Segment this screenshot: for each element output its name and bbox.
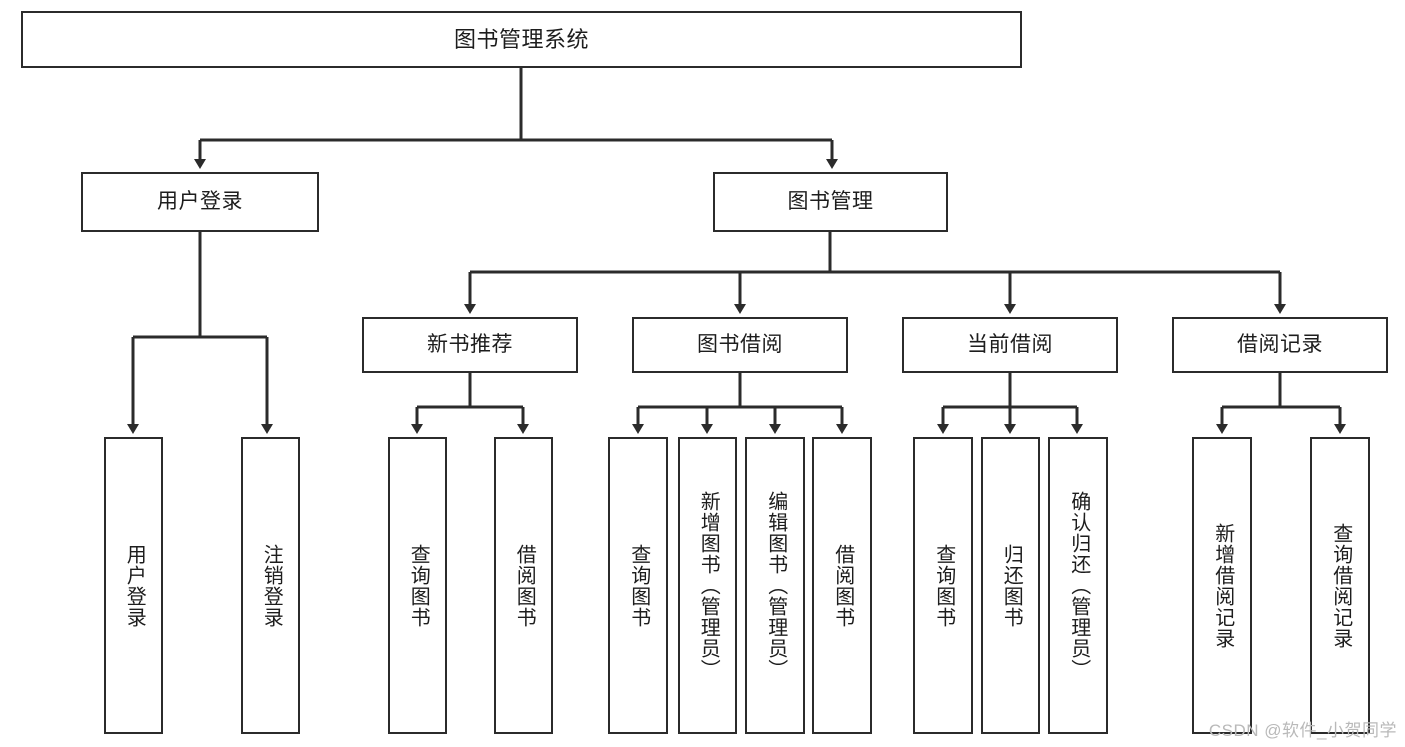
node-borrow-record[interactable]: 借阅记录 (1172, 317, 1388, 373)
node-label: 当前借阅 (967, 332, 1053, 356)
node-label: 新增借阅记录 (1211, 522, 1234, 649)
node-leaf-borrow-book-1[interactable]: 借阅图书 (494, 437, 553, 734)
node-label: 借阅记录 (1237, 332, 1323, 356)
node-leaf-user-logout[interactable]: 注销登录 (241, 437, 300, 734)
node-label: 图书管理系统 (453, 26, 589, 52)
node-book-borrow[interactable]: 图书借阅 (632, 317, 848, 373)
node-label: 查询图书 (407, 543, 430, 628)
node-leaf-user-login[interactable]: 用户登录 (104, 437, 163, 734)
node-new-book-recommend[interactable]: 新书推荐 (362, 317, 578, 373)
node-leaf-edit-book[interactable]: 编辑图书（管理员） (745, 437, 805, 734)
node-label: 查询图书 (932, 543, 955, 628)
node-leaf-add-book[interactable]: 新增图书（管理员） (678, 437, 737, 734)
node-leaf-query-book-3[interactable]: 查询图书 (913, 437, 973, 734)
node-label: 编辑图书（管理员） (764, 491, 787, 680)
node-leaf-query-record[interactable]: 查询借阅记录 (1310, 437, 1370, 734)
node-label: 确认归还（管理员） (1067, 491, 1090, 680)
node-label: 借阅图书 (831, 543, 854, 628)
node-user-login[interactable]: 用户登录 (81, 172, 319, 232)
node-leaf-add-record[interactable]: 新增借阅记录 (1192, 437, 1252, 734)
node-root-book-management-system[interactable]: 图书管理系统 (21, 11, 1022, 68)
node-leaf-query-book-2[interactable]: 查询图书 (608, 437, 668, 734)
node-label: 注销登录 (260, 543, 283, 628)
node-book-manage[interactable]: 图书管理 (713, 172, 948, 232)
node-label: 新书推荐 (427, 332, 513, 356)
node-label: 借阅图书 (513, 543, 536, 628)
node-label: 用户登录 (123, 543, 146, 628)
node-label: 图书管理 (787, 189, 874, 213)
node-leaf-borrow-book-2[interactable]: 借阅图书 (812, 437, 872, 734)
node-label: 图书借阅 (697, 332, 783, 356)
node-label: 新增图书（管理员） (697, 491, 720, 680)
node-label: 查询借阅记录 (1329, 522, 1352, 649)
node-label: 归还图书 (1000, 543, 1023, 628)
node-current-borrow[interactable]: 当前借阅 (902, 317, 1118, 373)
node-leaf-return-book[interactable]: 归还图书 (981, 437, 1040, 734)
node-leaf-confirm-return[interactable]: 确认归还（管理员） (1048, 437, 1108, 734)
node-label: 用户登录 (157, 189, 243, 213)
node-label: 查询图书 (627, 543, 650, 628)
node-leaf-query-book-1[interactable]: 查询图书 (388, 437, 447, 734)
